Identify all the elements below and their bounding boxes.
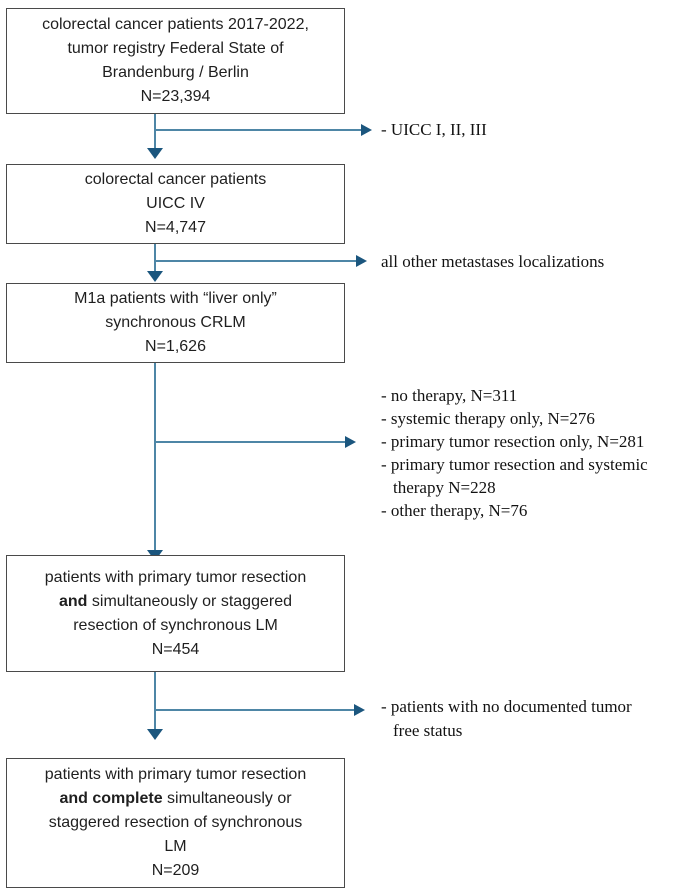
text-segment: N=209	[151, 862, 200, 879]
box-text-line: and simultaneously or staggered	[59, 590, 292, 614]
box-text-line: colorectal cancer patients 2017-2022,	[42, 13, 309, 37]
right-arrowhead-icon	[354, 704, 365, 716]
connector-line-2	[154, 244, 156, 271]
box-text-line: synchronous CRLM	[105, 311, 246, 335]
box-text-line: N=23,394	[141, 85, 211, 109]
text-segment: tumor registry Federal State of	[67, 40, 284, 57]
bold-segment: and	[58, 592, 88, 610]
text-segment: staggered resection of synchronous	[48, 814, 303, 831]
note-line: therapy N=228	[393, 478, 496, 497]
box-text-line: staggered resection of synchronous	[49, 811, 302, 835]
note-line: - primary tumor resection and systemic	[381, 455, 648, 474]
text-segment: colorectal cancer patients	[84, 171, 267, 188]
box-text-line: N=209	[152, 859, 200, 883]
text-segment: colorectal cancer patients 2017-2022,	[42, 16, 309, 33]
note-line: - primary tumor resection only, N=281	[381, 432, 645, 451]
box-text-line: patients with primary tumor resection	[45, 763, 306, 787]
box-text-line: Brandenburg / Berlin	[102, 61, 249, 85]
connector-line-4	[154, 672, 156, 729]
text-segment: N=1,626	[145, 338, 206, 355]
branch-line-1	[155, 129, 361, 131]
text-segment: UICC IV	[146, 195, 205, 212]
box-source-population: colorectal cancer patients 2017-2022, tu…	[6, 8, 345, 114]
branch-line-3	[155, 441, 345, 443]
note-line: - no therapy, N=311	[381, 386, 518, 405]
text-segment: simultaneously or staggered	[87, 592, 292, 610]
right-arrowhead-icon	[361, 124, 372, 136]
branch-line-2	[155, 260, 356, 262]
connector-line-3	[154, 363, 156, 550]
text-segment: N=4,747	[145, 219, 206, 236]
text-segment: Brandenburg / Berlin	[102, 64, 249, 81]
box-uicc-iv: colorectal cancer patients UICC IV N=4,7…	[6, 164, 345, 244]
text-segment: M1a patients with “liver only”	[74, 290, 277, 307]
box-text-line: and complete simultaneously or	[59, 787, 291, 811]
box-m1a-liver-only: M1a patients with “liver only” synchrono…	[6, 283, 345, 363]
text-segment: patients with primary tumor resection	[44, 568, 307, 586]
text-segment: simultaneously or	[162, 790, 292, 807]
box-text-line: resection of synchronous LM	[73, 614, 278, 638]
down-arrowhead-icon	[147, 148, 163, 159]
right-arrowhead-icon	[356, 255, 367, 267]
branch-line-4	[155, 709, 354, 711]
box-text-line: patients with primary tumor resection	[45, 566, 306, 590]
text-segment: patients with primary tumor resection	[44, 766, 307, 783]
box-text-line: M1a patients with “liver only”	[74, 287, 277, 311]
note-line: free status	[393, 720, 463, 740]
box-text-line: N=454	[152, 638, 200, 662]
note-line: all other metastases localizations	[381, 252, 605, 271]
down-arrowhead-icon	[147, 271, 163, 282]
text-segment: synchronous CRLM	[105, 314, 246, 331]
exclusion-note-other-metastases: all other metastases localizations	[381, 250, 604, 273]
box-text-line: tumor registry Federal State of	[67, 37, 283, 61]
box-text-line: UICC IV	[146, 192, 205, 216]
box-resection-synchronous-lm: patients with primary tumor resection an…	[6, 555, 345, 672]
right-arrowhead-icon	[345, 436, 356, 448]
bold-segment: and complete	[59, 790, 163, 807]
note-line: - other therapy, N=76	[381, 501, 528, 520]
text-segment: LM	[164, 838, 187, 855]
box-text-line: N=1,626	[145, 335, 206, 359]
connector-line-1	[154, 114, 156, 148]
note-line: - UICC I, II, III	[381, 120, 487, 139]
text-segment: resection of synchronous LM	[73, 616, 278, 634]
down-arrowhead-icon	[147, 729, 163, 740]
exclusion-note-therapies: - no therapy, N=311 - systemic therapy o…	[381, 384, 648, 522]
note-line: - patients with no documented tumor	[381, 697, 632, 716]
box-complete-resection-synchronous-lm: patients with primary tumor resection an…	[6, 758, 345, 888]
box-text-line: LM	[164, 835, 186, 859]
text-segment: N=454	[151, 640, 200, 658]
box-text-line: colorectal cancer patients	[85, 168, 266, 192]
note-line: - systemic therapy only, N=276	[381, 409, 595, 428]
exclusion-note-uicc: - UICC I, II, III	[381, 119, 487, 141]
exclusion-note-no-tumor-free-status: - patients with no documented tumor free…	[381, 695, 632, 742]
text-segment: N=23,394	[140, 88, 211, 105]
box-text-line: N=4,747	[145, 216, 206, 240]
